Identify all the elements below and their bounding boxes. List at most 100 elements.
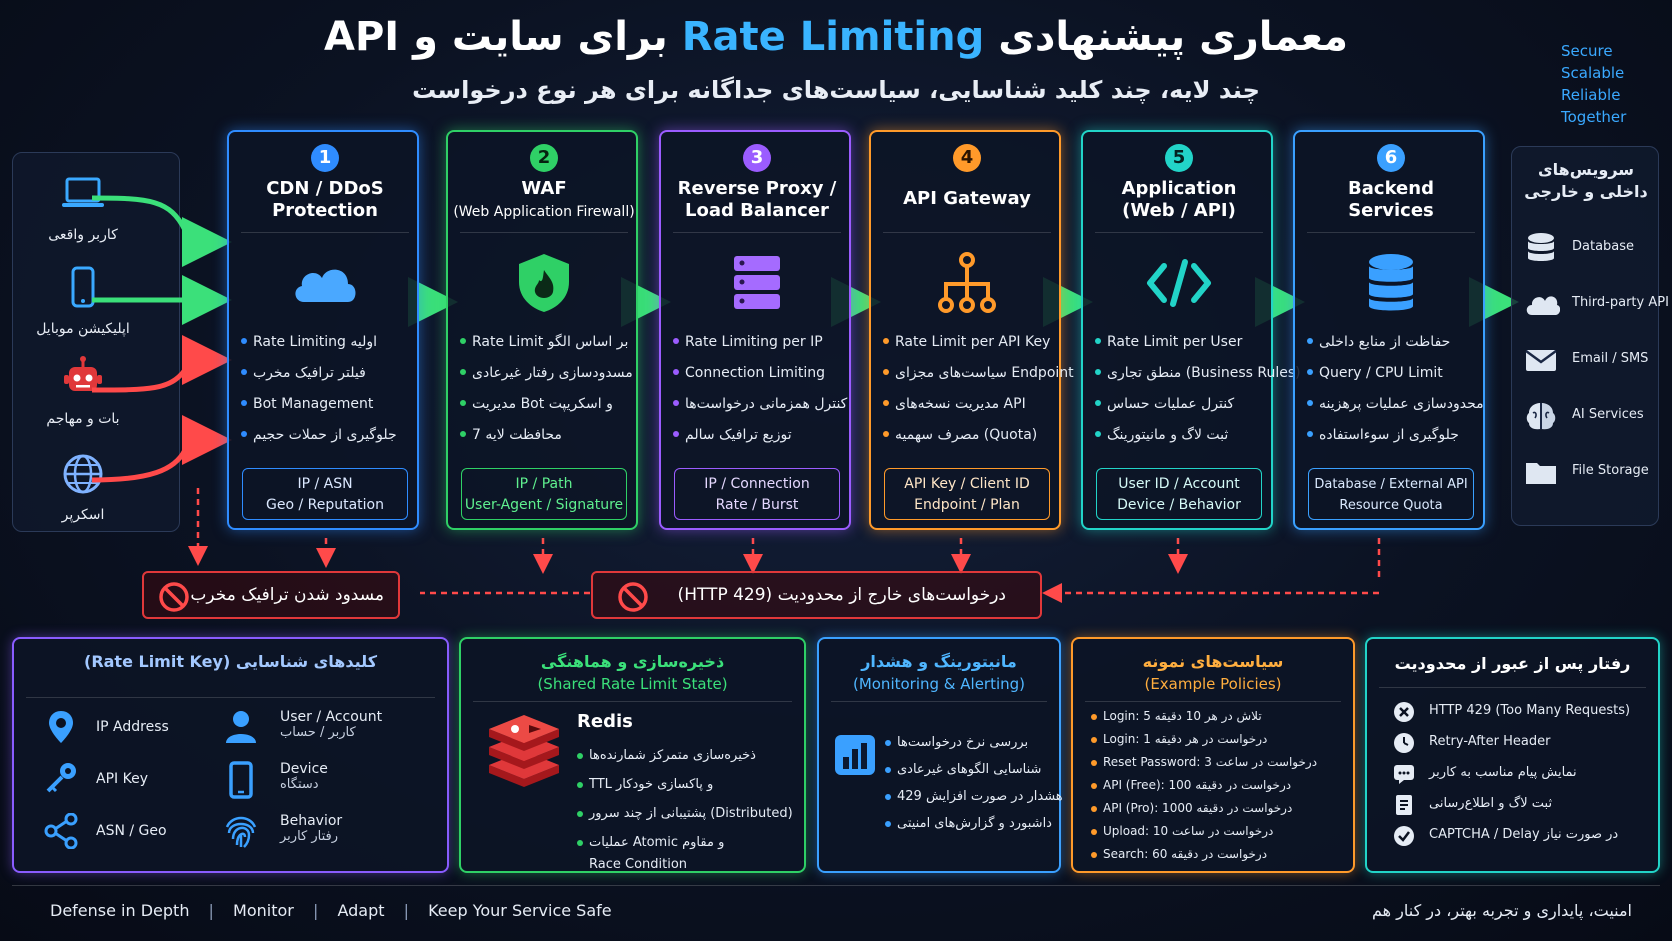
- device-icon: [229, 761, 253, 799]
- layer-feature: محدودسازی عملیات پرهزینه: [1307, 394, 1484, 425]
- service-file-storage: File Storage: [1524, 453, 1656, 493]
- globe-icon: [63, 454, 103, 494]
- after-item: Retry-After Header: [1393, 732, 1653, 763]
- key-label: API Key: [96, 771, 148, 787]
- share-icon: [44, 813, 78, 849]
- layer-feature: حفاظت از منابع داخلی: [1307, 332, 1479, 363]
- x-circle-icon: [1394, 702, 1414, 722]
- layer-feature-list: Rate Limit per User منطق تجاری (Business…: [1095, 332, 1301, 456]
- services-panel: سرویس‌های داخلی و خارجی Database Third-p…: [1511, 146, 1669, 526]
- clock-icon: [1394, 733, 1414, 753]
- policy-item: Login: 5 تلاش در هر 10 دقیقه: [1091, 705, 1317, 728]
- footer-item: Monitor: [233, 901, 294, 920]
- layer-number: 3: [743, 144, 771, 172]
- layer-api-gateway: 4 API Gateway Rate Limit per API Key سیا…: [869, 130, 1074, 530]
- layer-feature: مدیریت Bot و اسکریپت: [460, 394, 632, 425]
- layer-number: 2: [530, 144, 558, 172]
- layer-feature-list: Rate Limiting اولیه فیلتر ترافیک مخرب Bo…: [241, 332, 413, 456]
- title-post: برای سایت و API: [324, 14, 668, 60]
- footer-item: Adapt: [337, 901, 385, 920]
- layer-feature: فیلتر ترافیک مخرب: [241, 363, 413, 394]
- mail-icon: [1525, 349, 1557, 371]
- layer-title: Application(Web / API): [1087, 178, 1271, 222]
- after-item: HTTP 429 (Too Many Requests): [1393, 701, 1653, 732]
- policy-item: Search: 60 درخواست در دقیقه: [1091, 843, 1317, 866]
- layer-title-line1: Application: [1121, 178, 1237, 199]
- layer-title-line2: (Web / API): [1122, 200, 1236, 221]
- layer-feature: Rate Limit per API Key: [883, 332, 1055, 363]
- layer-feature: توزیع ترافیک سالم: [673, 425, 845, 456]
- key-label: ASN / Geo: [96, 823, 167, 839]
- tagline-word: Together: [1561, 108, 1627, 126]
- service-label: AI Services: [1572, 407, 1644, 422]
- layer-feature: Rate Limiting per IP: [673, 332, 845, 363]
- panel-after-limit: رفتار پس از عبور از محدودیت HTTP 429 (To…: [1365, 637, 1660, 873]
- layer-number: 5: [1165, 144, 1193, 172]
- layer-feature: کنترل همزمانی درخواست‌ها: [673, 394, 847, 425]
- layer-reverse-proxy: 3 Reverse Proxy /Load Balancer Rate Limi…: [659, 130, 851, 530]
- storage-heading: Redis: [577, 711, 633, 732]
- storage-item: ذخیره‌سازی متمرکز شمارنده‌ها: [577, 741, 793, 770]
- layer-number: 4: [953, 144, 981, 172]
- storage-item: عملیات Atomic و مقاوم: [577, 828, 793, 857]
- client-mobile-app: اپلیکیشن موبایل: [13, 263, 153, 337]
- blocked-malicious-label: مسدود شدن ترافیک مخرب: [190, 585, 384, 605]
- layer-number: 6: [1377, 144, 1405, 172]
- tagline-word: Scalable: [1561, 64, 1625, 82]
- policy-item: Login: 1 درخواست در هر دقیقه: [1091, 728, 1317, 751]
- layer-feature-list: Rate Limit بر اساس الگو مسدودسازی رفتار …: [460, 332, 633, 456]
- panel-title: مانیتورینگ و هشدار(Monitoring & Alerting…: [852, 652, 1026, 693]
- database-icon: [1528, 233, 1554, 261]
- database-icon: [1369, 254, 1413, 311]
- panel-title: سیاست‌های نمونه(Example Policies): [1142, 652, 1284, 693]
- layer-feature: جلوگیری از سوءاستفاده: [1307, 425, 1479, 456]
- arrow-scraper: [91, 415, 232, 483]
- service-third-party-api: Third-party API: [1524, 285, 1669, 325]
- panel-policies: سیاست‌های نمونه(Example Policies) Login:…: [1071, 637, 1355, 873]
- key-icon: [46, 763, 76, 793]
- policy-item: Upload: 10 درخواست در ساعت: [1091, 820, 1317, 843]
- service-database: Database: [1524, 229, 1656, 269]
- after-item: CAPTCHA / Delay در صورت نیاز: [1393, 825, 1653, 856]
- folder-icon: [1526, 463, 1556, 484]
- layer-feature: مسدودسازی رفتار غیرعادی: [460, 363, 633, 394]
- footer-right: امنیت، پایداری و تجربه بهتر، در کنار هم: [1371, 901, 1632, 920]
- storage-item-extra: Race Condition: [589, 857, 688, 872]
- layer-feature-list: Rate Limiting per IP Connection Limiting…: [673, 332, 847, 456]
- layer-number: 1: [311, 144, 339, 172]
- brain-icon: [1526, 403, 1556, 430]
- title-highlight: Rate Limiting: [681, 14, 985, 60]
- layer-feature: کنترل عملیات حساس: [1095, 394, 1267, 425]
- policy-item: API (Free): 100 درخواست در دقیقه: [1091, 774, 1317, 797]
- key-label: IP Address: [96, 719, 169, 735]
- layer-feature: Query / CPU Limit: [1307, 363, 1479, 394]
- layer-feature: Rate Limit بر اساس الگو: [460, 332, 632, 363]
- panel-rate-limit-keys: کلیدهای شناسایی (Rate Limit Key) IP Addr…: [12, 637, 449, 873]
- footer-divider: [12, 885, 1660, 886]
- layer-feature: Rate Limiting اولیه: [241, 332, 413, 363]
- location-pin-icon: [49, 711, 73, 743]
- layer-title-line2: Protection: [272, 200, 378, 221]
- service-ai: AI Services: [1524, 397, 1656, 437]
- service-label: Database: [1572, 239, 1635, 254]
- monitoring-item: بررسی نرخ درخواست‌ها: [885, 729, 1063, 756]
- policy-item: Reset Password: 3 درخواست در ساعت: [1091, 751, 1317, 774]
- captcha-icon: [1394, 826, 1414, 846]
- policies-list: Login: 5 تلاش در هر 10 دقیقه Login: 1 در…: [1091, 705, 1317, 866]
- layer-application: 5 Application(Web / API) Rate Limit per …: [1081, 130, 1301, 530]
- layer-title-line1: WAF: [521, 178, 567, 199]
- layer-feature-list: Rate Limit per API Key سیاست‌های مجزای E…: [883, 332, 1074, 456]
- layer-feature: ثبت لاگ و مانیتورینگ: [1095, 425, 1267, 456]
- message-icon: [1394, 765, 1414, 784]
- layer-feature: منطق تجاری (Business Rules): [1095, 363, 1301, 394]
- fingerprint-icon: [225, 816, 257, 848]
- service-email-sms: Email / SMS: [1524, 341, 1656, 381]
